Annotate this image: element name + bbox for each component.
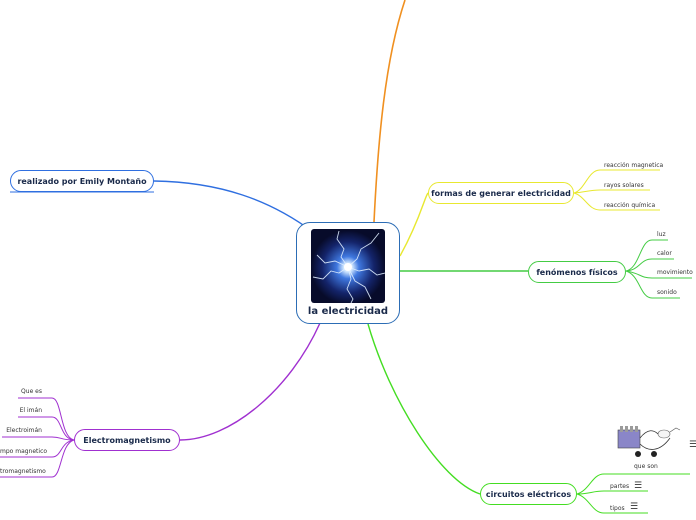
- connector-orange: [373, 0, 406, 223]
- leaf-reaccion-magnetica[interactable]: reacción magnetica: [604, 162, 664, 169]
- circuitos-label: circuitos eléctricos: [485, 489, 572, 499]
- leaf-que-son[interactable]: que son: [634, 463, 658, 470]
- central-title: la electricidad: [307, 306, 389, 317]
- lightning-image: [311, 229, 385, 303]
- fenomenos-node[interactable]: fenómenos físicos: [528, 261, 626, 283]
- menu-icon[interactable]: ☰: [634, 481, 643, 491]
- leaf-calor[interactable]: calor: [657, 250, 672, 257]
- leaf-reaccion-quimica[interactable]: reacción química: [604, 202, 656, 209]
- leaf-electroiman[interactable]: Electroimán: [6, 427, 42, 434]
- leaf-movimiento[interactable]: movimiento: [657, 269, 693, 276]
- leaf-electromagnetismo[interactable]: tromagnetismo: [0, 468, 46, 475]
- subconnector-fenomenos-4: [625, 270, 680, 299]
- subconnector-fenomenos-3: [625, 270, 692, 279]
- subconnector-formas-2: [573, 189, 650, 194]
- subconnector-electro-5: [0, 439, 75, 478]
- subconnector-electro-4: [0, 439, 75, 458]
- connector-electro: [179, 322, 321, 441]
- electromagnetismo-label: Electromagnetismo: [83, 435, 171, 445]
- subconnector-formas-3: [573, 192, 660, 211]
- subconnector-fenomenos-1: [625, 239, 668, 272]
- circuitos-node[interactable]: circuitos eléctricos: [480, 483, 577, 505]
- connector-author: [153, 180, 314, 233]
- leaf-campo-magnetico[interactable]: mpo magnetico: [0, 448, 48, 455]
- leaf-tipos[interactable]: tipos: [610, 505, 625, 512]
- central-topic[interactable]: la electricidad: [296, 222, 400, 324]
- subconnector-circuitos-3: [576, 493, 648, 514]
- leaf-que-es[interactable]: Que es: [21, 388, 42, 395]
- menu-icon[interactable]: ☰: [689, 440, 696, 450]
- leaf-sonido[interactable]: sonido: [657, 289, 677, 296]
- leaf-el-iman[interactable]: El imán: [19, 407, 42, 414]
- subconnector-fenomenos-2: [625, 258, 674, 272]
- leaf-luz[interactable]: luz: [657, 231, 666, 238]
- subconnector-electro-1: [18, 397, 75, 441]
- leaf-rayos-solares[interactable]: rayos solares: [604, 182, 644, 189]
- formas-label: formas de generar electricidad: [431, 188, 571, 198]
- circuit-image: [614, 418, 684, 460]
- subconnector-circuitos-2: [576, 490, 648, 495]
- menu-icon[interactable]: ☰: [630, 502, 639, 512]
- leaf-partes[interactable]: partes: [610, 483, 630, 490]
- subconnector-electro-3: [2, 436, 75, 441]
- author-node[interactable]: realizado por Emily Montaño: [10, 170, 154, 192]
- fenomenos-label: fenómenos físicos: [536, 267, 618, 277]
- formas-node[interactable]: formas de generar electricidad: [428, 182, 574, 204]
- subconnector-circuitos-1: [576, 473, 690, 495]
- connector-formas: [399, 192, 429, 257]
- author-label: realizado por Emily Montaño: [17, 176, 147, 186]
- connector-circuitos: [367, 323, 481, 495]
- electromagnetismo-node[interactable]: Electromagnetismo: [74, 429, 180, 451]
- subconnector-formas-1: [573, 169, 660, 194]
- subconnector-electro-2: [18, 416, 75, 441]
